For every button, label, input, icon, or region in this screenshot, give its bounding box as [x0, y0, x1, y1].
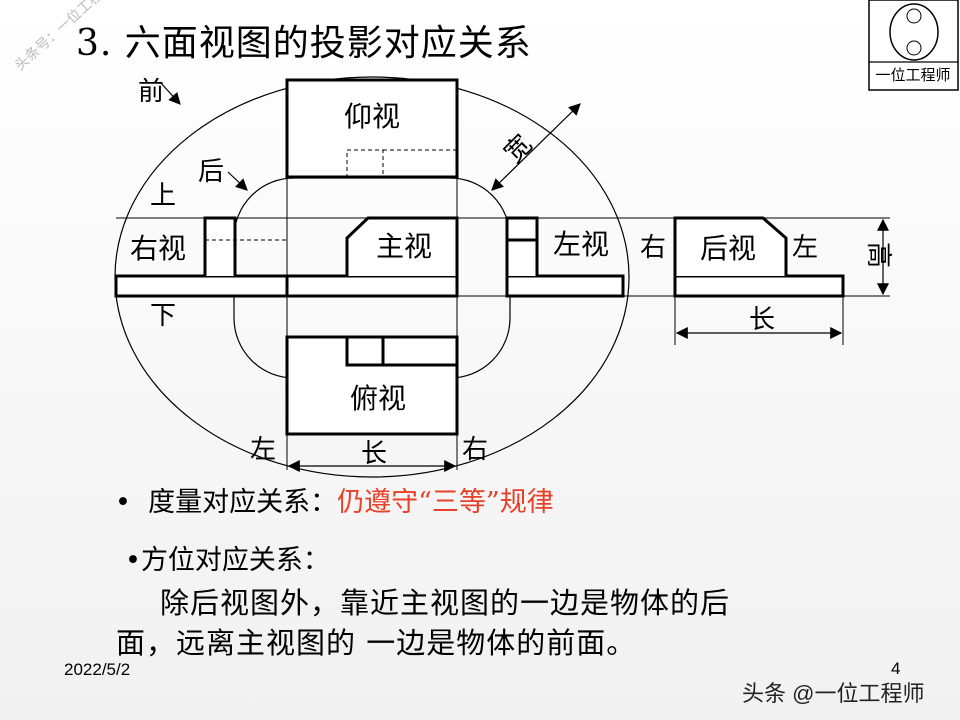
label-front-view: 主视	[376, 230, 432, 263]
bullet2-text: 方位对应关系：	[140, 545, 330, 576]
logo-icon	[868, 0, 959, 91]
bullet-orientation: •方位对应关系：	[125, 538, 330, 577]
label-down: 下	[150, 301, 176, 331]
bullet1-prefix: 度量对应关系：	[148, 487, 338, 518]
label-left-of-rear: 左	[792, 233, 818, 263]
footer-credit: 头条 @一位工程师	[742, 681, 925, 706]
paragraph-line-1: 除后视图外，靠近主视图的一边是物体的后	[160, 586, 731, 620]
label-length-top: 长	[361, 439, 387, 469]
label-left-view: 左视	[553, 228, 609, 261]
top-view-box	[285, 335, 459, 436]
left-view-shape	[505, 274, 625, 298]
label-front-dir: 前	[138, 77, 164, 107]
label-length-rear: 长	[749, 305, 775, 335]
bullet-dot: •	[125, 545, 141, 576]
rear-view-shape	[673, 274, 845, 298]
label-width: 宽	[499, 129, 539, 169]
label-right-of-top: 右	[462, 435, 488, 465]
label-left-of-top: 左	[250, 435, 276, 465]
bullet1-highlight: 仍遵守“三等”规律	[337, 487, 554, 518]
label-right-view: 右视	[130, 232, 186, 265]
bullet-dot: •	[115, 487, 149, 518]
footer-page-number: 4	[891, 659, 901, 678]
logo-name: 一位工程师	[875, 66, 951, 84]
right-view-shape	[114, 274, 289, 298]
label-height: 高	[863, 242, 893, 268]
paragraph-line-2: 面，远离主视图的 一边是物体的前面。	[116, 626, 637, 660]
label-bottom-view: 仰视	[344, 100, 400, 133]
footer-date: 2022/5/2	[64, 660, 131, 679]
label-top-view: 俯视	[350, 382, 406, 415]
label-back-dir: 后	[198, 157, 224, 187]
bullet-measure: • 度量对应关系：仍遵守“三等”规律	[115, 480, 554, 519]
label-up: 上	[150, 181, 176, 211]
front-view-shape	[285, 274, 459, 298]
label-rear-view: 后视	[700, 232, 756, 265]
label-right-of-rear: 右	[640, 233, 666, 263]
slide-title: 3. 六面视图的投影对应关系	[76, 23, 532, 64]
